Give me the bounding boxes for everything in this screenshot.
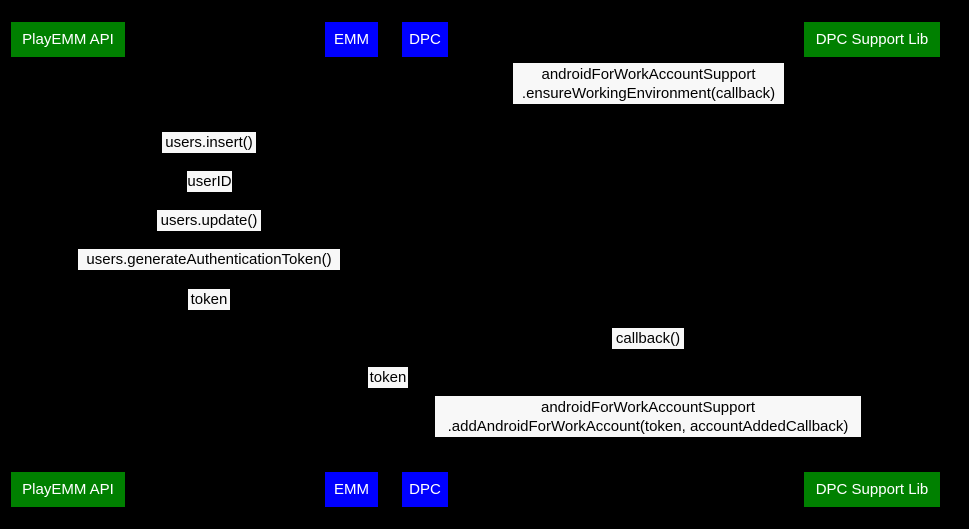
participant-label: DPC Support Lib — [815, 481, 929, 498]
message-line-1: userID — [187, 173, 232, 190]
message-ensure-working-environment[interactable]: androidForWorkAccountSupport .ensureWork… — [513, 63, 784, 104]
message-users-insert[interactable]: users.insert() — [162, 132, 256, 153]
message-callback[interactable]: callback() — [612, 328, 684, 349]
participant-footer-dpc-support-lib[interactable]: DPC Support Lib — [804, 472, 940, 507]
message-userid[interactable]: userID — [187, 171, 232, 192]
participant-footer-playemm-api[interactable]: PlayEMM API — [11, 472, 125, 507]
message-line-1: androidForWorkAccountSupport — [541, 398, 755, 416]
participant-label: EMM — [334, 481, 369, 498]
lifeline-playemm — [68, 57, 69, 472]
message-line-1: token — [190, 291, 228, 308]
message-line-2: .ensureWorkingEnvironment(callback) — [521, 84, 776, 102]
participant-header-emm[interactable]: EMM — [325, 22, 378, 57]
participant-label: PlayEMM API — [22, 31, 114, 48]
participant-header-dpc[interactable]: DPC — [402, 22, 448, 57]
participant-label: PlayEMM API — [22, 481, 114, 498]
participant-header-playemm-api[interactable]: PlayEMM API — [11, 22, 125, 57]
participant-footer-dpc[interactable]: DPC — [402, 472, 448, 507]
participant-label: DPC — [409, 481, 441, 498]
message-line-1: token — [369, 369, 407, 386]
message-add-android-for-work-account[interactable]: androidForWorkAccountSupport .addAndroid… — [435, 396, 861, 437]
participant-label: DPC Support Lib — [815, 31, 929, 48]
message-token-second[interactable]: token — [368, 367, 408, 388]
message-line-1: users.update() — [160, 212, 258, 229]
lifeline-emm — [351, 57, 352, 472]
message-line-2: .addAndroidForWorkAccount(token, account… — [447, 417, 849, 435]
participant-label: DPC — [409, 31, 441, 48]
message-line-1: androidForWorkAccountSupport — [541, 65, 756, 83]
participant-label: EMM — [334, 31, 369, 48]
participant-footer-emm[interactable]: EMM — [325, 472, 378, 507]
message-users-generate-authentication-token[interactable]: users.generateAuthenticationToken() — [78, 249, 340, 270]
lifeline-supplib — [872, 57, 873, 472]
lifeline-dpc — [425, 57, 426, 472]
message-line-1: users.insert() — [165, 134, 253, 151]
message-line-1: users.generateAuthenticationToken() — [86, 251, 332, 268]
message-line-1: callback() — [615, 330, 681, 347]
message-users-update[interactable]: users.update() — [157, 210, 261, 231]
message-token-first[interactable]: token — [188, 289, 230, 310]
participant-header-dpc-support-lib[interactable]: DPC Support Lib — [804, 22, 940, 57]
